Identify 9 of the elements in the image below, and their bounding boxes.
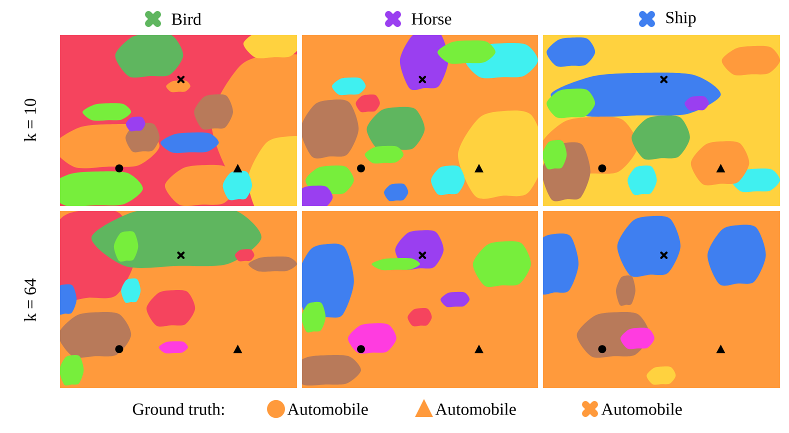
legend-label: Automobile [287, 403, 368, 415]
legend-label: Horse [412, 13, 452, 25]
legend-label: Bird [172, 13, 202, 25]
legend-title: Ground truth: [132, 402, 224, 415]
legend-label: Automobile [435, 403, 516, 415]
row-label: k = 64 [24, 278, 36, 322]
legend-label: Automobile [601, 403, 682, 415]
row-label: k = 10 [24, 98, 36, 142]
legend-label: Ship [666, 11, 696, 27]
